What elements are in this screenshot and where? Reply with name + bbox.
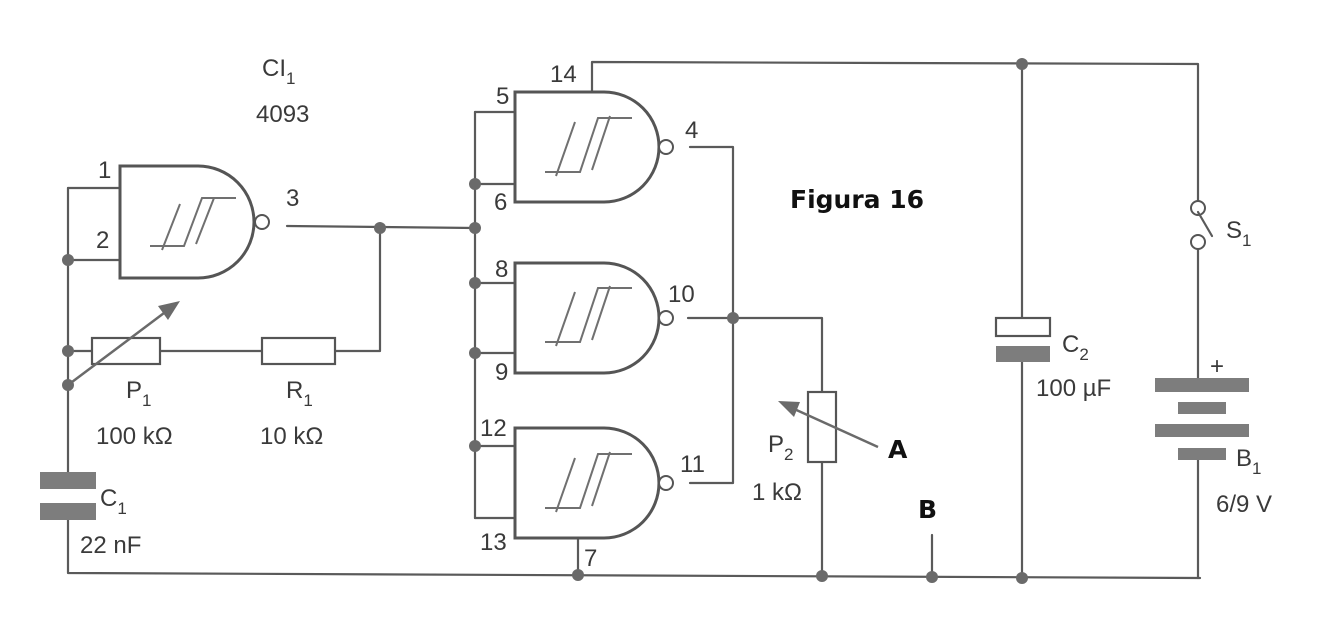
ic-part-label: 4093 [256, 101, 309, 128]
c1-value-label: 22 nF [80, 532, 141, 559]
capacitor-c1 [40, 472, 96, 520]
wire-r1-right [333, 226, 382, 353]
potentiometer-p2 [778, 390, 879, 464]
nand-gate-3 [513, 261, 674, 375]
junction-dot [62, 345, 74, 357]
nand-gate-4 [513, 426, 674, 540]
pin-label: 8 [495, 256, 508, 283]
r1-value-label: 10 kΩ [260, 423, 323, 450]
capacitor-c2 [994, 316, 1052, 362]
c2-name-label: C2 [1062, 331, 1089, 364]
junction-dot [62, 254, 74, 266]
pin-label: 7 [584, 545, 597, 572]
nand-output-bubble [658, 139, 674, 155]
junction-dot [572, 569, 584, 581]
b1-polarity-label: + [1210, 353, 1224, 380]
c2-value-label: 100 µF [1036, 375, 1111, 402]
junction-dot [469, 277, 481, 289]
resistor-r1 [260, 336, 337, 366]
test-point-a-label: A [888, 435, 908, 464]
junction-dot [1016, 58, 1028, 70]
nand-output-bubble [254, 214, 270, 230]
nand-gate-1 [118, 164, 270, 280]
wire-to-p2 [731, 316, 824, 394]
wire-out4 [688, 145, 735, 485]
junction-dot [727, 312, 739, 324]
nand-output-bubble [658, 475, 674, 491]
pin-label: 10 [668, 281, 695, 308]
pin-label: 3 [286, 185, 299, 212]
figure-title: Figura 16 [790, 185, 924, 214]
switch-s1 [1190, 200, 1214, 250]
nand-gate-2 [513, 90, 674, 204]
pin-label: 12 [480, 415, 507, 442]
junction-dot [926, 571, 938, 583]
ic-name-label: CI1 [262, 55, 295, 88]
b1-value-label: 6/9 V [1216, 491, 1272, 518]
pin-label: 1 [98, 157, 111, 184]
p2-value-label: 1 kΩ [752, 479, 802, 506]
pin-label: 13 [480, 529, 507, 556]
s1-name-label: S1 [1226, 217, 1251, 250]
battery-b1 [1155, 378, 1249, 460]
nand-output-bubble [658, 310, 674, 326]
junction-dot [374, 222, 386, 234]
junction-dot [469, 440, 481, 452]
b1-name-label: B1 [1236, 445, 1261, 478]
junction-dot [469, 347, 481, 359]
wire-vcc-bus [590, 60, 1200, 202]
c1-name-label: C1 [100, 485, 127, 518]
pin-label: 6 [494, 189, 507, 216]
pin-label: 2 [96, 227, 109, 254]
junction-dot [469, 178, 481, 190]
r1-name-label: R1 [286, 377, 313, 410]
pin-label: 9 [495, 359, 508, 386]
pin-label: 11 [680, 451, 705, 478]
pin-label: 4 [685, 117, 698, 144]
junction-dot [469, 222, 481, 234]
pin-labels: 1 2 3 5 6 4 8 9 10 12 13 11 14 7 [96, 61, 705, 572]
potentiometer-p1 [67, 301, 180, 386]
p2-name-label: P2 [768, 431, 793, 464]
wires [66, 60, 1202, 580]
pin-label: 14 [550, 61, 577, 88]
junction-dot [1016, 572, 1028, 584]
p1-name-label: P1 [126, 377, 151, 410]
pin-label: 5 [496, 83, 509, 110]
test-point-b-label: B [918, 495, 937, 524]
junction-dot [816, 570, 828, 582]
p1-value-label: 100 kΩ [96, 423, 173, 450]
